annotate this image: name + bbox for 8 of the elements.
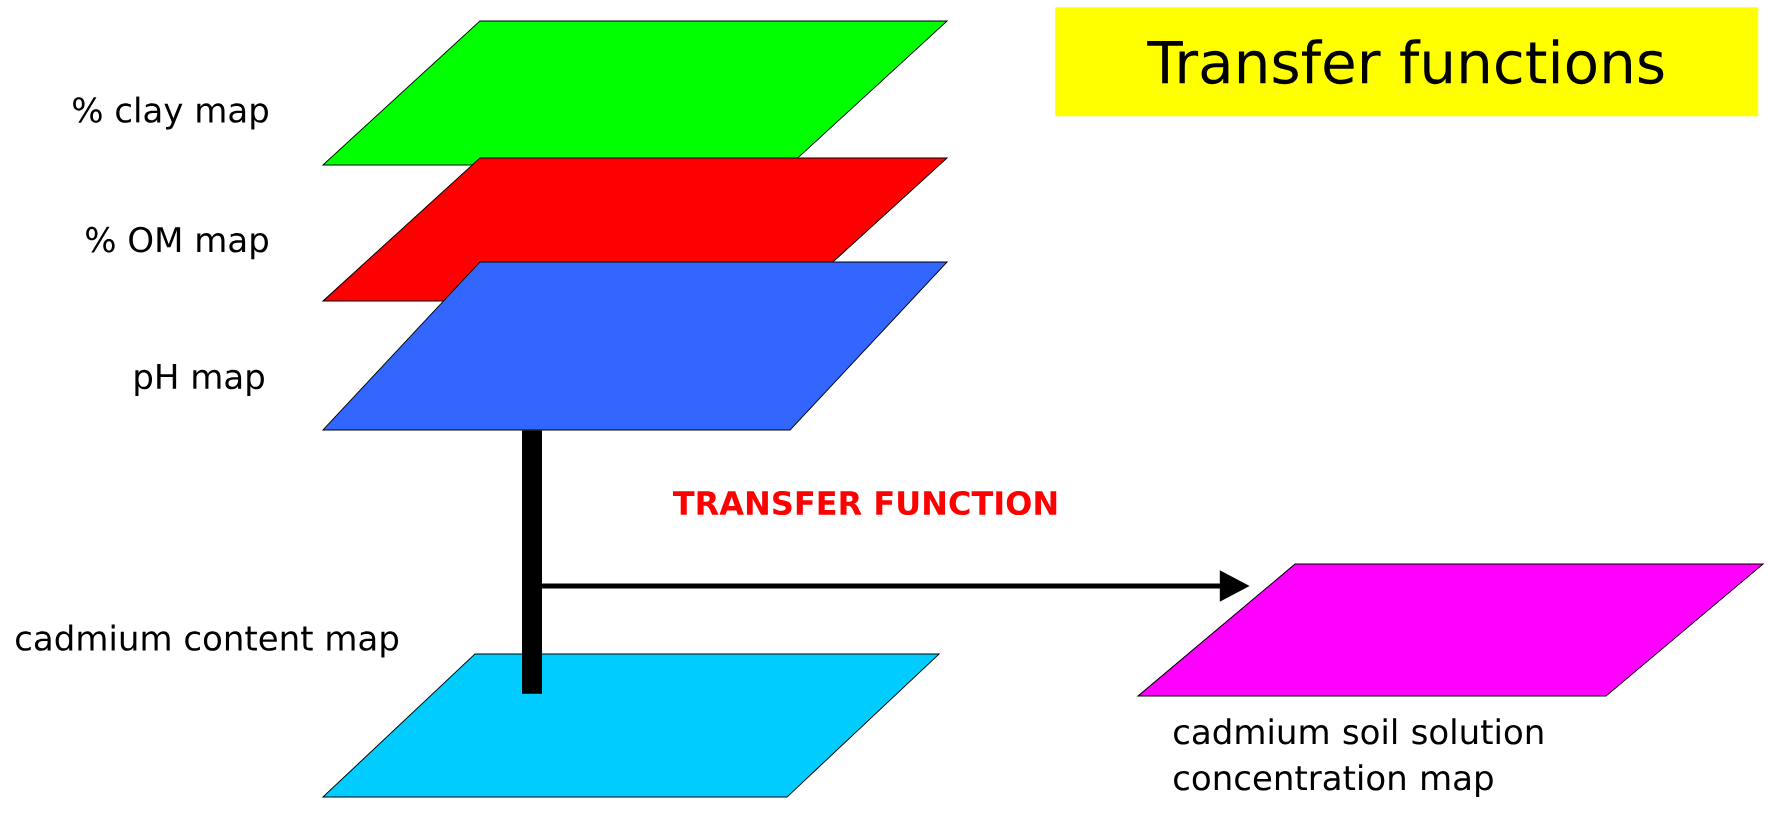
layer-label: % OM map <box>86 226 268 260</box>
title-box: Transfer functions <box>1055 7 1759 117</box>
edge-label: TRANSFER FUNCTION <box>670 488 1062 518</box>
connector-bar <box>522 430 542 694</box>
layer-label: cadmium content map <box>16 624 399 658</box>
layer-label: % clay map <box>73 96 268 130</box>
layer-label: pH map <box>135 364 264 396</box>
layer-label: cadmium soil solution concentration map <box>1174 718 1543 798</box>
